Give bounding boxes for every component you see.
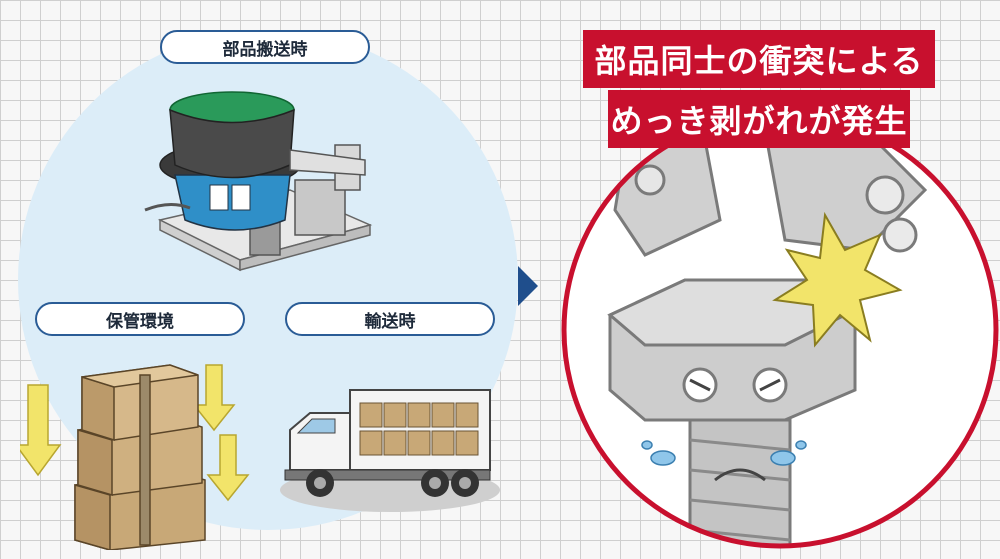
transport-label: 部品搬送時 xyxy=(160,30,370,64)
storage-label: 保管環境 xyxy=(35,302,245,336)
down-arrow-icon xyxy=(192,364,236,432)
bolt-character-icon xyxy=(561,140,999,549)
right-arrow-icon xyxy=(518,266,538,306)
parts-feeder-icon xyxy=(144,91,373,272)
shipping-label: 輸送時 xyxy=(285,302,495,336)
down-arrow-icon xyxy=(20,384,62,477)
truck-icon xyxy=(280,389,500,512)
headline-banner-line1: 部品同士の衝突による xyxy=(583,30,935,88)
tear-drop-icon xyxy=(641,440,807,466)
down-arrow-icon xyxy=(206,434,250,502)
headline-banner-line2: めっき剥がれが発生 xyxy=(608,90,910,148)
cardboard-box-stack-icon xyxy=(20,364,250,550)
impact-burst-icon xyxy=(772,211,903,348)
